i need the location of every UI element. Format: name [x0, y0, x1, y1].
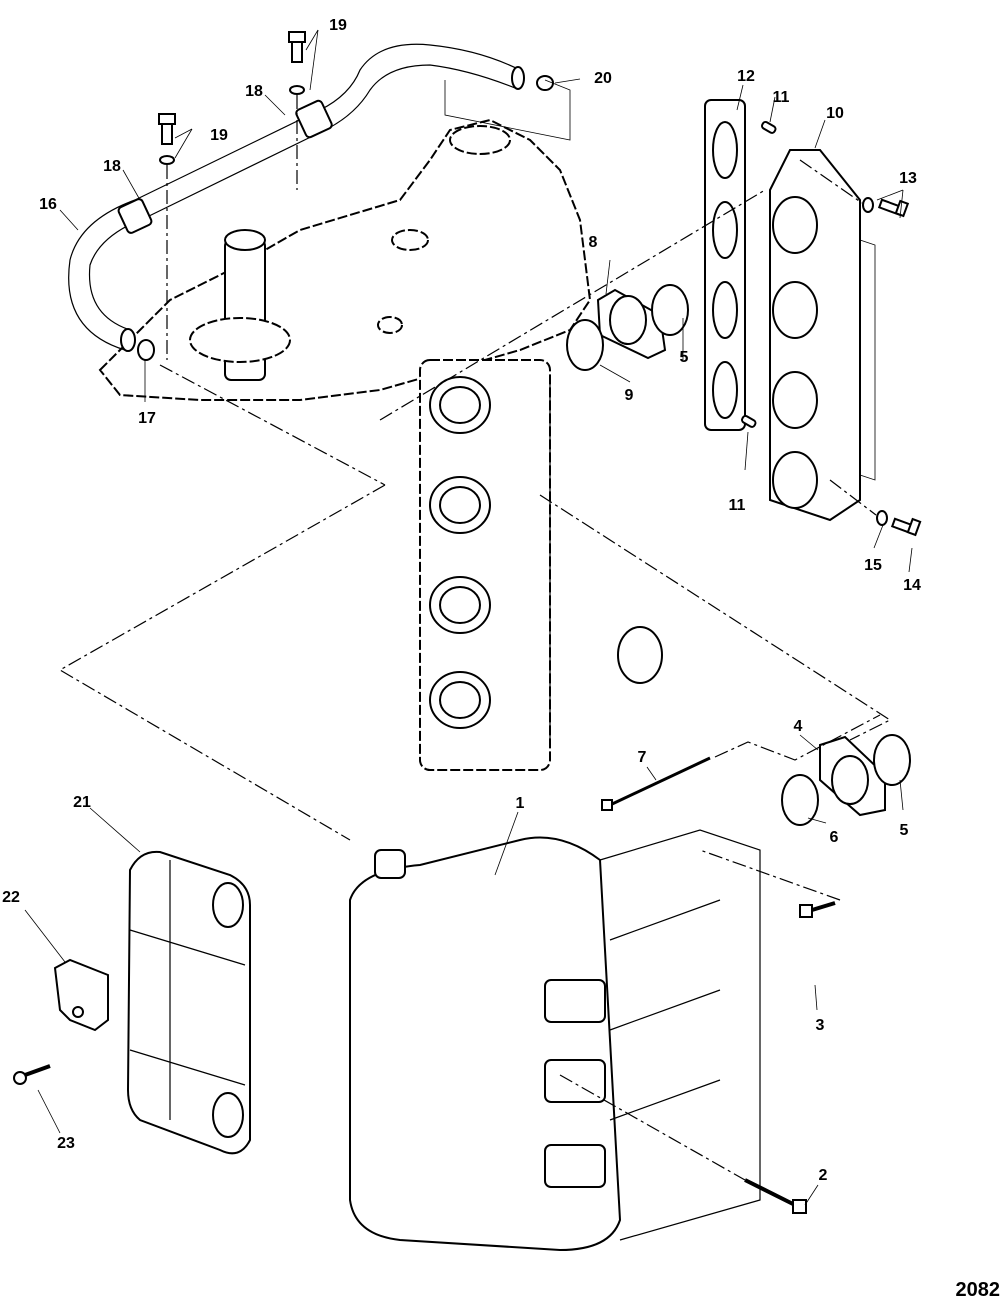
callout-4: 4: [794, 718, 803, 735]
bolt-part-23: [13, 1064, 51, 1085]
cover-part-21: [126, 850, 251, 1155]
bolt-part-2: [559, 1074, 807, 1214]
callout-6: 6: [830, 829, 839, 846]
intake-plenum-part-1: [349, 829, 761, 1252]
alignment-line: [714, 714, 881, 761]
clamp-part-20: [444, 75, 571, 141]
callout-7: 7: [638, 749, 647, 766]
callout-10: 10: [826, 105, 844, 122]
bolt-part-14: [829, 479, 922, 537]
callout-5-top: 5: [680, 349, 689, 366]
callout-19-right: 19: [329, 17, 347, 34]
clamp-part-17: [137, 339, 155, 361]
callout-17: 17: [138, 410, 156, 427]
callout-22: 22: [2, 889, 20, 906]
carburetor-assembly: [419, 359, 663, 771]
callout-8: 8: [589, 234, 598, 251]
callout-16: 16: [39, 196, 57, 213]
callout-21: 21: [73, 794, 91, 811]
bolt-part-3: [699, 849, 841, 918]
callout-9: 9: [625, 387, 634, 404]
gasket-part-12: [704, 99, 746, 431]
bolt-part-19: [158, 31, 306, 360]
callout-11-top: 11: [773, 89, 790, 106]
callout-20: 20: [594, 70, 612, 87]
alignment-line: [159, 364, 386, 486]
dowel-pin-part-11: [741, 120, 777, 428]
callout-13: 13: [899, 170, 917, 187]
callout-12: 12: [737, 68, 755, 85]
callout-1: 1: [516, 795, 525, 812]
hose-part-16: [68, 43, 525, 352]
adapter-part-10: [769, 149, 876, 522]
callout-18-left: 18: [103, 158, 121, 175]
leader-lines: [24, 29, 913, 1206]
bolt-part-7: [601, 756, 711, 811]
gasket-part-4: [819, 735, 886, 817]
callout-11-bottom: 11: [729, 497, 746, 514]
o-ring-part-9: [566, 319, 604, 371]
o-ring-part-5-bottom: [873, 734, 911, 786]
engine-block: [98, 118, 592, 401]
callout-3: 3: [816, 1017, 825, 1034]
callout-23: 23: [57, 1135, 75, 1152]
gasket-part-8: [596, 288, 667, 360]
callout-18-right: 18: [245, 83, 263, 100]
o-ring-part-6: [781, 774, 819, 826]
o-ring-part-5-top: [651, 284, 689, 336]
alignment-line: [58, 484, 386, 841]
alignment-line: [539, 494, 892, 741]
callout-2: 2: [819, 1167, 828, 1184]
figure-number: 2082: [956, 1279, 1000, 1301]
callout-15: 15: [864, 557, 882, 574]
callout-5-bottom: 5: [900, 822, 909, 839]
callout-14: 14: [903, 577, 921, 594]
bracket-part-22: [53, 958, 109, 1032]
bolt-part-13: [799, 159, 910, 218]
callout-19-left: 19: [210, 127, 228, 144]
